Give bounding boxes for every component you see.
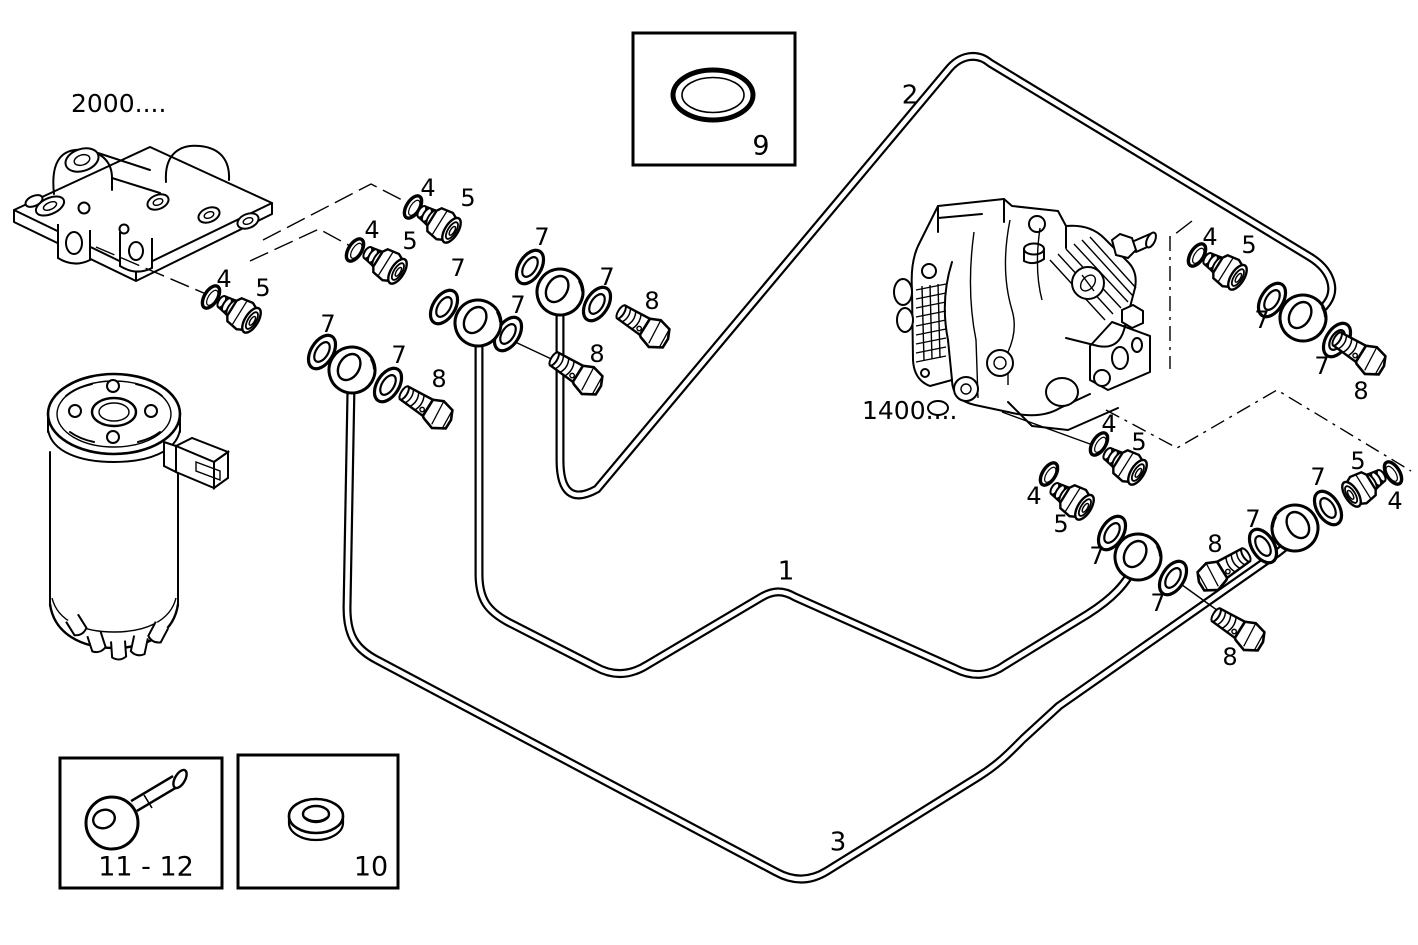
fuel-filter bbox=[46, 372, 231, 661]
banjo-union-icon bbox=[84, 768, 188, 851]
fuel-pipes bbox=[342, 51, 1337, 884]
callout-5: 5 bbox=[1131, 428, 1146, 456]
callout-5: 5 bbox=[1053, 510, 1068, 538]
pipe-2-label: 2 bbox=[902, 81, 919, 111]
leader-lines bbox=[95, 183, 1412, 627]
oring-part bbox=[1379, 457, 1407, 489]
filter-head-ref: 2000.... bbox=[71, 89, 166, 118]
pump-bellows bbox=[915, 283, 947, 363]
bolt-part bbox=[609, 297, 676, 355]
callout-7: 7 bbox=[1314, 352, 1329, 380]
callout-7: 7 bbox=[1310, 463, 1325, 491]
callout-4: 4 bbox=[1026, 482, 1041, 510]
inset-oring-seal: 9 bbox=[631, 31, 797, 167]
callout-7: 7 bbox=[1150, 589, 1165, 617]
callout-8: 8 bbox=[589, 340, 604, 368]
callout-7: 7 bbox=[510, 291, 525, 319]
callout-4: 4 bbox=[420, 174, 435, 202]
injection-pump-ref: 1400.... bbox=[862, 396, 957, 425]
callout-8: 8 bbox=[431, 365, 446, 393]
callout-7: 7 bbox=[534, 223, 549, 251]
injection-pump bbox=[893, 198, 1157, 431]
callout-8: 8 bbox=[1222, 643, 1237, 671]
callout-7: 7 bbox=[1245, 505, 1260, 533]
callout-7: 7 bbox=[320, 310, 335, 338]
callout-7: 7 bbox=[1089, 542, 1104, 570]
callout-8: 8 bbox=[1207, 530, 1222, 558]
inset-banjo-label: 11 - 12 bbox=[98, 852, 194, 883]
callout-4: 4 bbox=[1101, 410, 1116, 438]
callout-4: 4 bbox=[364, 216, 379, 244]
callout-5: 5 bbox=[460, 184, 475, 212]
pipe-3-label: 3 bbox=[830, 828, 847, 858]
callout-5: 5 bbox=[1350, 447, 1365, 475]
filter-crimp-tabs bbox=[65, 613, 170, 661]
inset-sealing-washer: 10 bbox=[236, 753, 400, 890]
inset-oring-label: 9 bbox=[752, 131, 769, 162]
callout-7: 7 bbox=[599, 263, 614, 291]
filter-connector bbox=[163, 436, 231, 490]
bolt-part bbox=[392, 378, 459, 436]
callout-8: 8 bbox=[644, 287, 659, 315]
fuel-pipe-1 bbox=[474, 331, 1142, 679]
fuel-pipe-3 bbox=[342, 383, 1300, 884]
callout-5: 5 bbox=[1241, 231, 1256, 259]
callout-5: 5 bbox=[255, 274, 270, 302]
callout-4: 4 bbox=[1202, 223, 1217, 251]
callout-5: 5 bbox=[402, 227, 417, 255]
callout-7: 7 bbox=[1254, 306, 1269, 334]
inset-washer-label: 10 bbox=[354, 852, 388, 883]
callout-8: 8 bbox=[1353, 377, 1368, 405]
callout-4: 4 bbox=[216, 265, 231, 293]
filter-head-assembly bbox=[13, 144, 273, 282]
sealing-washer-icon bbox=[287, 797, 345, 842]
callout-4: 4 bbox=[1387, 487, 1402, 515]
inset-banjo-union: 11 - 12 bbox=[58, 756, 224, 890]
pipe-1-label: 1 bbox=[778, 557, 795, 587]
callout-7: 7 bbox=[391, 341, 406, 369]
callout-7: 7 bbox=[450, 254, 465, 282]
